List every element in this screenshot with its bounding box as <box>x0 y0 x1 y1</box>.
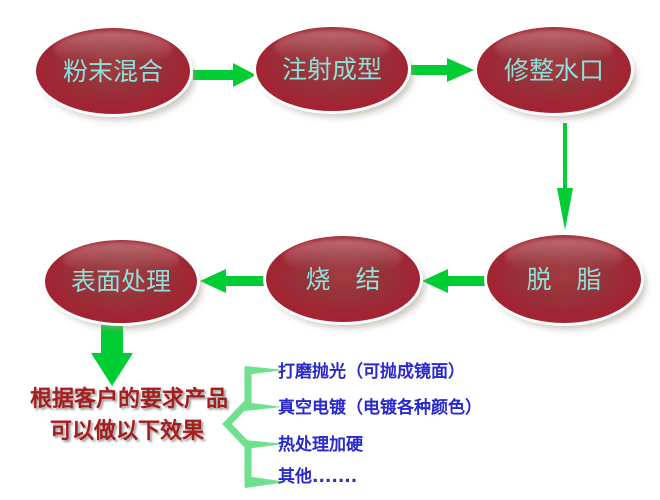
customer-note-line1: 根据客户的要求产品 <box>30 387 229 412</box>
node-label: 表面处理 <box>70 267 171 296</box>
node-label: 烧 结 <box>305 264 381 294</box>
brace-branch-icon <box>245 366 284 375</box>
arrow-down-thick-icon <box>91 320 133 386</box>
arrow-down-icon <box>557 123 573 230</box>
node-injection-molding: 注射成型 <box>256 27 408 111</box>
brace-branch-icon <box>245 476 287 488</box>
node-gate-trimming: 修整水口 <box>477 27 631 113</box>
option-others: 其他....... <box>278 467 358 487</box>
node-label: 粉末混合 <box>62 56 163 86</box>
customer-note-line2: 可以做以下效果 <box>50 419 205 444</box>
arrow-right-icon <box>193 63 256 87</box>
arrow-left-icon <box>200 269 266 293</box>
node-sintering: 烧 结 <box>266 236 420 322</box>
brace-icon <box>222 367 252 486</box>
brace-branch-icon <box>245 402 282 411</box>
arrow-right-icon <box>411 58 474 82</box>
option-polishing: 打磨抛光（可抛成镜面） <box>278 362 465 382</box>
brace-branch-icon <box>245 440 284 449</box>
arrow-left-icon <box>422 269 489 293</box>
node-degreasing: 脱 脂 <box>487 235 641 323</box>
option-heat-treatment: 热处理加硬 <box>278 435 363 455</box>
node-label: 脱 脂 <box>526 264 602 294</box>
node-surface-treatment: 表面处理 <box>45 240 197 323</box>
option-vacuum-plating: 真空电镀（电镀各种颜色） <box>278 398 482 418</box>
node-powder-mixing: 粉末混合 <box>36 28 190 114</box>
node-label: 修整水口 <box>503 55 604 85</box>
node-label: 注射成型 <box>281 54 382 84</box>
